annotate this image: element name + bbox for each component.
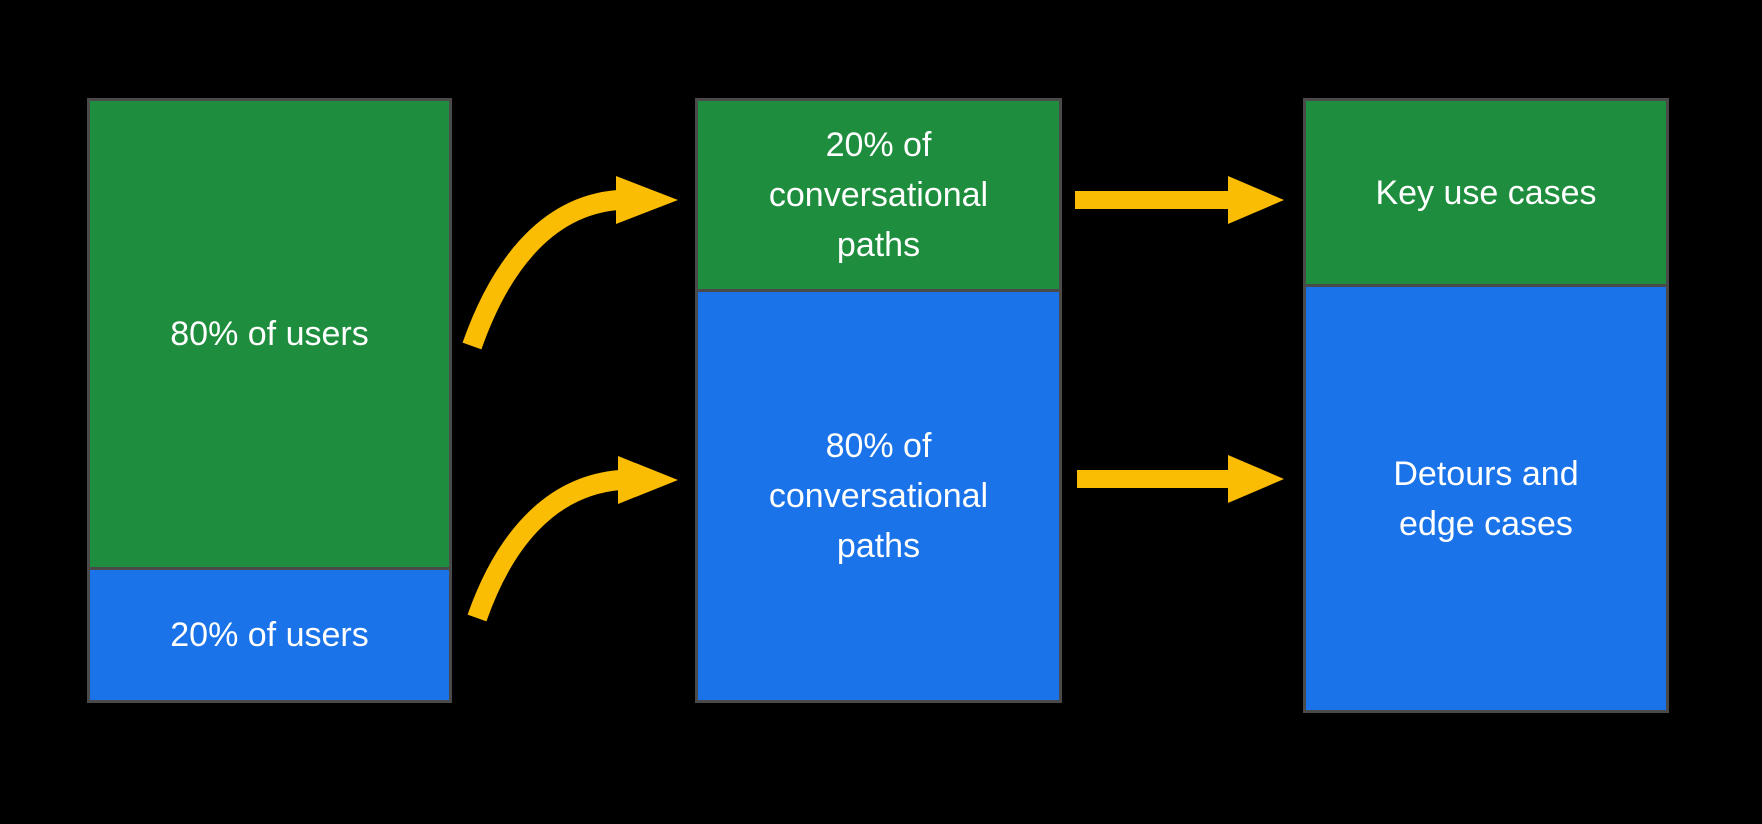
key-use-cases-label: Key use cases (1375, 173, 1597, 212)
paths-minority-segment: 20% of conversational paths (698, 101, 1059, 289)
key-use-cases-segment: Key use cases (1306, 101, 1666, 284)
arrow-head-icon (618, 456, 678, 504)
users-majority-segment: 80% of users (90, 101, 449, 567)
column-outcomes: Key use cases Detours and edge cases (1303, 98, 1669, 713)
users-majority-label: 80% of users (170, 315, 369, 353)
arrow-head-icon (1228, 455, 1284, 503)
column-conversational-paths: 20% of conversational paths 80% of conve… (695, 98, 1062, 703)
paths-minority-label: 20% of conversational paths (768, 126, 989, 264)
straight-arrow-paths-to-outcomes-top (1075, 176, 1284, 224)
arrow-shaft (467, 470, 622, 622)
column-users: 80% of users 20% of users (87, 98, 452, 703)
arrow-head-icon (616, 176, 678, 224)
paths-majority-label: 80% of conversational paths (768, 427, 989, 565)
arrow-shaft (462, 190, 620, 350)
arrow-head-icon (1228, 176, 1284, 224)
detours-edge-cases-label: Detours and edge cases (1393, 454, 1579, 543)
straight-arrow-paths-to-outcomes-bottom (1077, 455, 1284, 503)
users-minority-segment: 20% of users (90, 567, 449, 700)
users-minority-label: 20% of users (170, 616, 369, 654)
paths-majority-segment: 80% of conversational paths (698, 289, 1059, 700)
curved-arrow-users-to-paths-bottom (467, 456, 678, 622)
curved-arrow-users-to-paths-top (462, 176, 678, 350)
detours-edge-cases-segment: Detours and edge cases (1306, 284, 1666, 710)
